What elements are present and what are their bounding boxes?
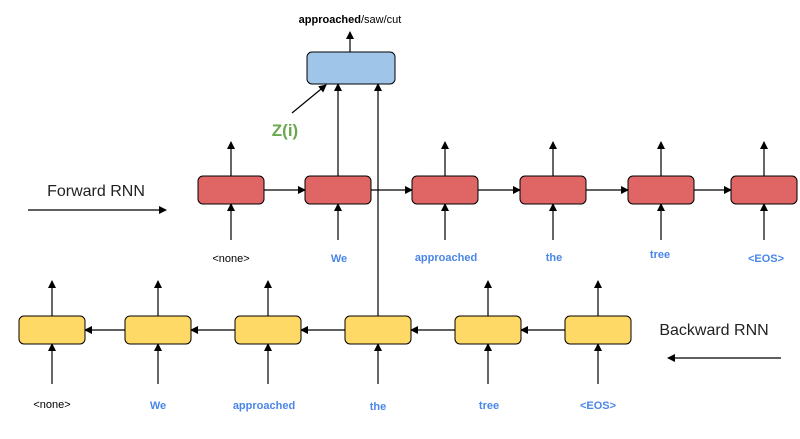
forward-token: tree bbox=[650, 249, 670, 261]
forward-token: approached bbox=[415, 252, 477, 264]
forward-rnn-cell bbox=[627, 175, 695, 205]
backward-token: approached bbox=[233, 400, 295, 412]
backward-rnn-cell bbox=[18, 315, 86, 345]
output-label: approached/saw/cut bbox=[299, 14, 402, 26]
forward-token: the bbox=[546, 252, 563, 264]
output-label-bold: approached bbox=[299, 14, 361, 26]
forward-token: <none> bbox=[212, 253, 249, 265]
backward-token: the bbox=[370, 401, 387, 413]
backward-rnn-cell bbox=[454, 315, 522, 345]
connection-arrows bbox=[28, 31, 781, 384]
backward-rnn-cell bbox=[124, 315, 192, 345]
forward-rnn-title: Forward RNN bbox=[47, 183, 145, 200]
forward-rnn-cell bbox=[197, 175, 265, 205]
attention-cell bbox=[306, 51, 396, 85]
forward-rnn-cell bbox=[411, 175, 479, 205]
backward-rnn-title: Backward RNN bbox=[659, 322, 768, 339]
backward-token-labels: <none> We approached the tree <EOS> bbox=[33, 399, 616, 413]
backward-rnn-cell bbox=[564, 315, 632, 345]
backward-rnn-cell bbox=[234, 315, 302, 345]
backward-token: We bbox=[150, 400, 166, 412]
forward-token-labels: <none> We approached the tree <EOS> bbox=[212, 249, 784, 265]
backward-token: <EOS> bbox=[580, 400, 616, 412]
z-label: Z(i) bbox=[272, 121, 298, 140]
forward-token: We bbox=[331, 253, 347, 265]
z-input-arrow bbox=[291, 84, 327, 114]
backward-token: tree bbox=[479, 400, 499, 412]
output-label-rest: /saw/cut bbox=[361, 14, 401, 26]
forward-rnn-cell bbox=[304, 175, 372, 205]
forward-rnn-cell bbox=[730, 175, 798, 205]
cells bbox=[18, 51, 798, 345]
forward-token: <EOS> bbox=[748, 253, 784, 265]
backward-token: <none> bbox=[33, 399, 70, 411]
backward-rnn-cell bbox=[344, 315, 412, 345]
forward-rnn-cell bbox=[519, 175, 587, 205]
